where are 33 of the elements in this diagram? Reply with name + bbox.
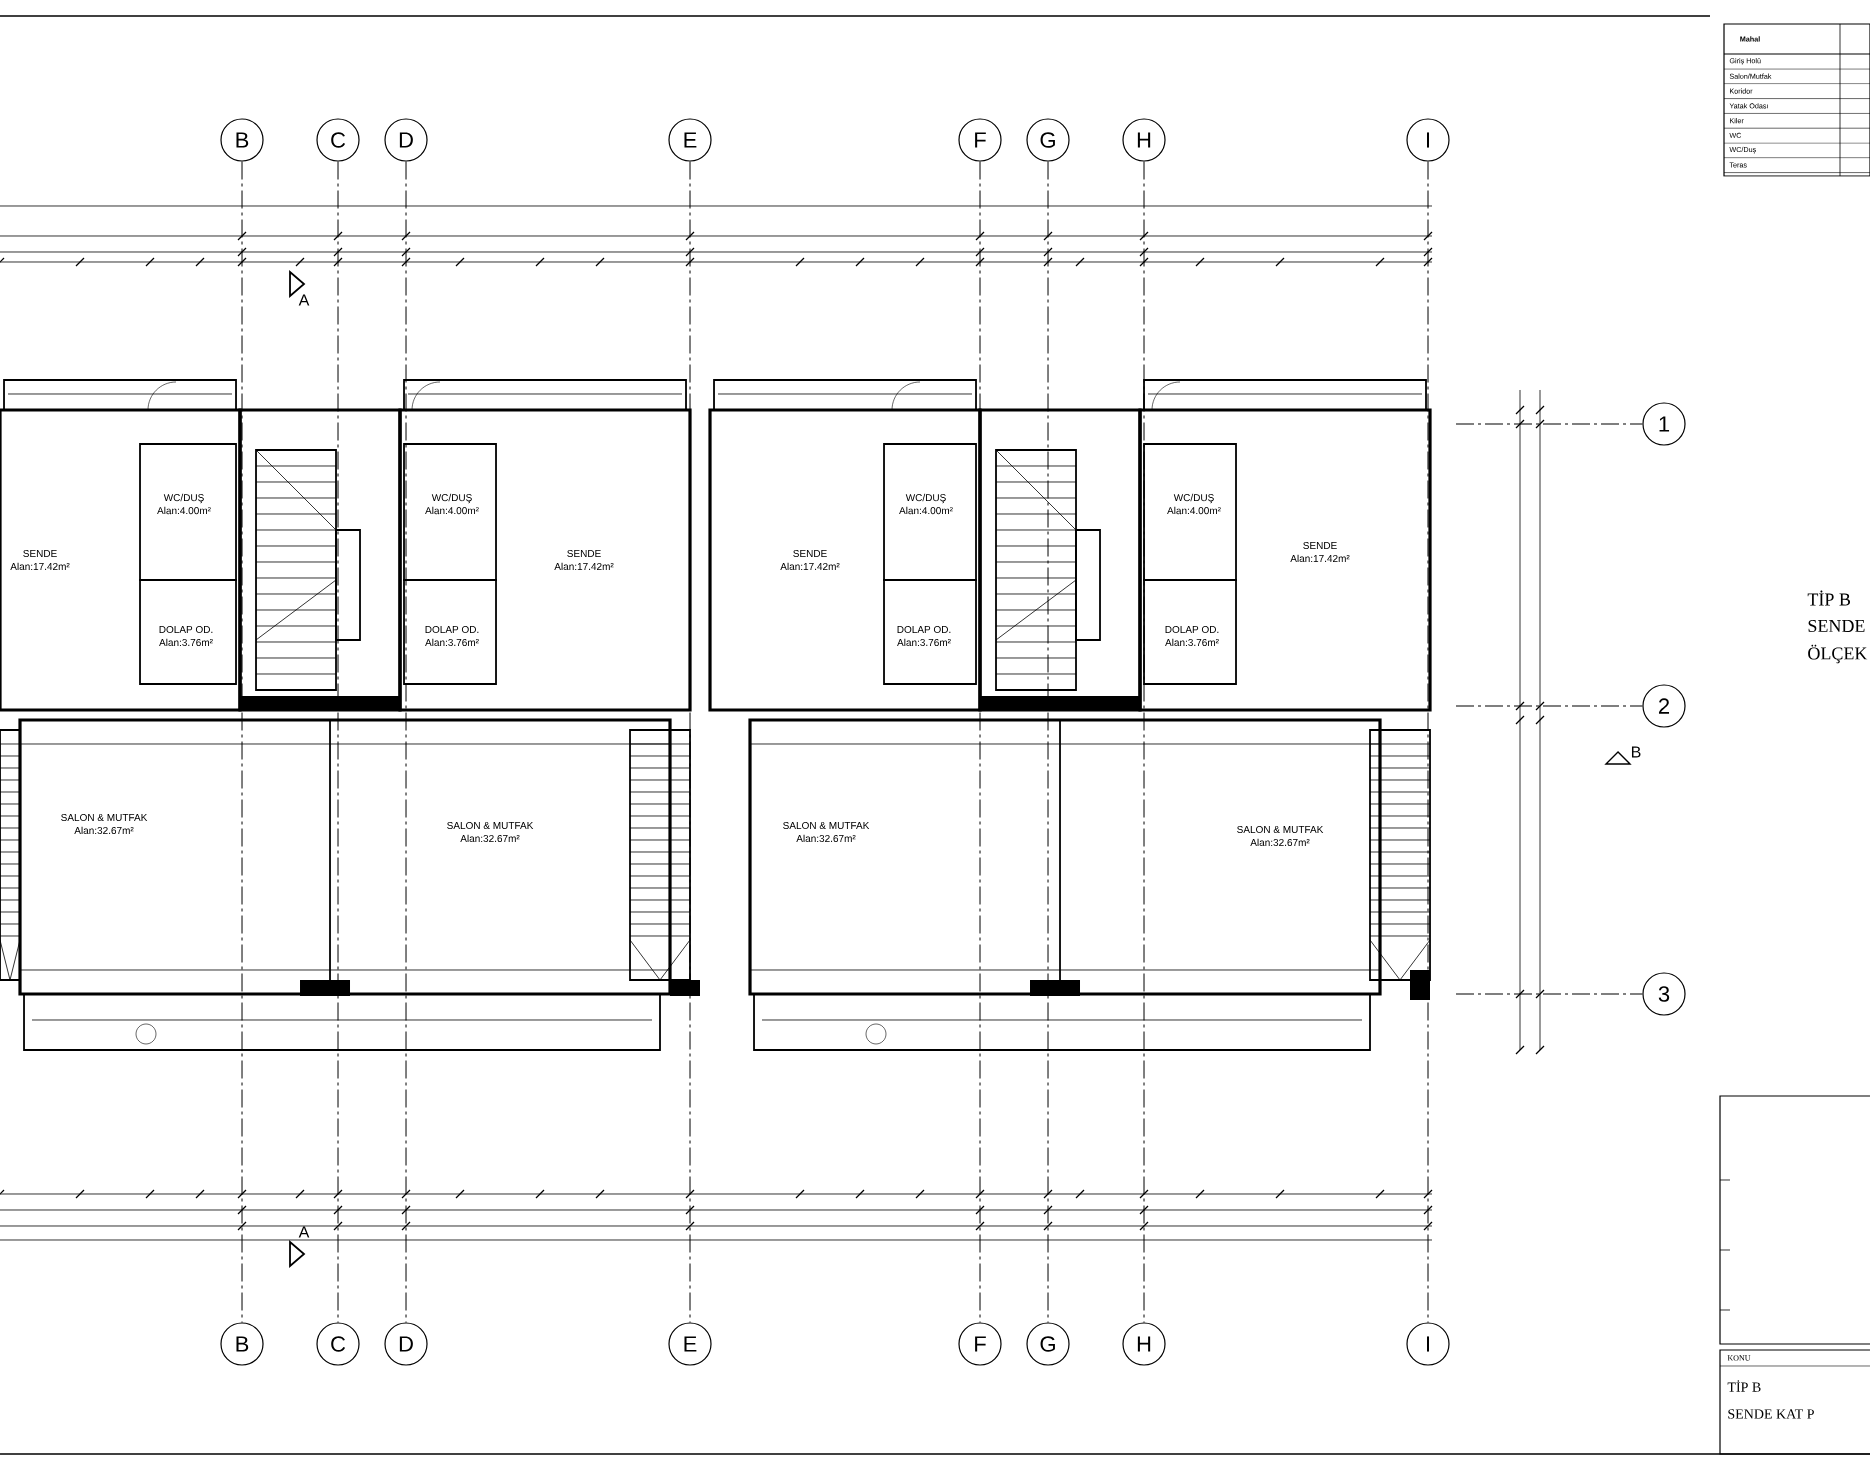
grid-bubble: H xyxy=(1122,1322,1166,1366)
grid-bubble: H xyxy=(1122,118,1166,162)
grid-bubble: B xyxy=(220,1322,264,1366)
title-text: ÖLÇEK xyxy=(1808,644,1868,664)
grid-line xyxy=(1455,993,1643,995)
grid-bubble: E xyxy=(668,1322,712,1366)
grid-bubble: I xyxy=(1406,1322,1450,1366)
grid-line xyxy=(1455,423,1643,425)
grid-line xyxy=(1455,705,1643,707)
grid-line xyxy=(405,161,407,1323)
grid-bubble: B xyxy=(220,118,264,162)
grid-bubble: 1 xyxy=(1642,402,1686,446)
grid-bubble: G xyxy=(1026,1322,1070,1366)
grid-bubble: C xyxy=(316,1322,360,1366)
title-text: TİP B xyxy=(1807,590,1851,606)
grid-bubble: G xyxy=(1026,118,1070,162)
grid-bubble: 3 xyxy=(1642,972,1686,1016)
grid-bubble: F xyxy=(958,1322,1002,1366)
grid-bubble: E xyxy=(668,118,712,162)
grid-bubble: I xyxy=(1406,118,1450,162)
grid-line xyxy=(979,161,981,1323)
grid-line xyxy=(689,161,691,1323)
grid-bubble: D xyxy=(384,118,428,162)
title-text: SENDE xyxy=(1808,619,1865,633)
grid-bubble: 2 xyxy=(1642,684,1686,728)
grid-line xyxy=(1047,161,1049,1323)
grid-bubble: D xyxy=(384,1322,428,1366)
grid-bubble: C xyxy=(316,118,360,162)
grid-bubble: F xyxy=(958,118,1002,162)
grid-line xyxy=(1143,161,1145,1323)
grid-line xyxy=(337,161,339,1323)
grid-line xyxy=(1427,161,1429,1323)
grid-line xyxy=(241,161,243,1323)
